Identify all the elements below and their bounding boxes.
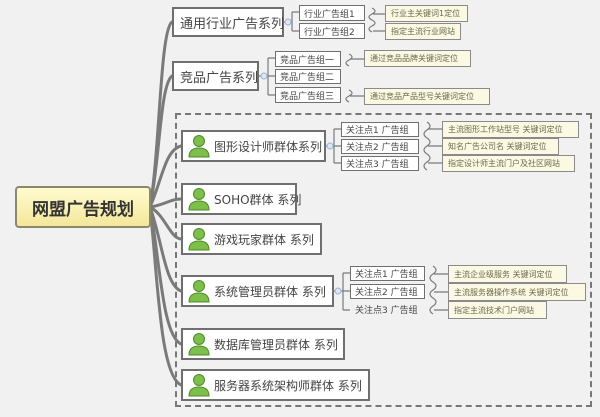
note: 指定主流技术门户网站 xyxy=(448,301,547,319)
note: 主流企业级服务 关键词定位 xyxy=(448,265,567,283)
user-icon xyxy=(188,188,210,211)
audience-group-frame xyxy=(175,113,592,407)
branch-gamer[interactable]: 游戏玩家群体 系列 xyxy=(181,223,322,255)
branch-label: 图形设计师群体系列 xyxy=(214,139,323,154)
ad-group[interactable]: 竞品广告组一 xyxy=(275,51,341,67)
ad-group[interactable]: 关注点3 广告组 xyxy=(355,306,418,316)
note: 指定设计师主流门户及社区网站 xyxy=(442,155,575,172)
user-icon xyxy=(188,228,210,251)
user-icon xyxy=(188,374,210,397)
note: 知名广告公司名 关键词定位 xyxy=(442,138,559,155)
ad-group[interactable]: 关注点1 广告组 xyxy=(341,122,419,137)
branch-label: 系统管理员群体 系列 xyxy=(214,284,326,299)
note: 主流服务器操作系统 关键词定位 xyxy=(448,283,586,301)
note: 指定主流行业网站 xyxy=(385,23,461,40)
ad-group[interactable]: 竞品广告组三 xyxy=(275,87,341,103)
branch-soho[interactable]: SOHO群体 系列 xyxy=(181,183,301,215)
branch-label: 数据库管理员群体 系列 xyxy=(214,337,338,352)
ad-group[interactable]: 竞品广告组二 xyxy=(275,69,341,84)
branch-label: SOHO群体 系列 xyxy=(214,192,302,207)
branch-dba[interactable]: 数据库管理员群体 系列 xyxy=(181,328,345,360)
note: 主流图形工作站型号 关键词定位 xyxy=(442,121,579,138)
root-node[interactable]: 网盟广告规划 xyxy=(15,186,151,228)
user-icon xyxy=(188,280,210,303)
ad-group[interactable]: 关注点1 广告组 xyxy=(350,266,425,281)
user-icon xyxy=(188,333,210,356)
branch-label: 游戏玩家群体 系列 xyxy=(214,232,314,247)
ad-group[interactable]: 关注点2 广告组 xyxy=(350,284,425,299)
ad-group[interactable]: 关注点3 广告组 xyxy=(341,156,419,171)
user-icon xyxy=(188,135,210,158)
branch-graphic-designer[interactable]: 图形设计师群体系列 xyxy=(181,130,326,162)
ad-group[interactable]: 行业广告组2 xyxy=(299,23,365,39)
branch-label: 服务器系统架构师群体 系列 xyxy=(214,378,362,393)
note: 行业主关键词1定位 xyxy=(385,5,468,22)
note: 通过竞品品牌关键词定位 xyxy=(364,50,471,67)
ad-group[interactable]: 关注点2 广告组 xyxy=(341,139,419,154)
branch-server-architect[interactable]: 服务器系统架构师群体 系列 xyxy=(181,369,370,401)
ad-group[interactable]: 行业广告组1 xyxy=(299,5,365,21)
note: 通过竞品产品型号关键词定位 xyxy=(364,88,490,105)
branch-general-industry[interactable]: 通用行业广告系列 xyxy=(172,7,284,37)
branch-sysadmin[interactable]: 系统管理员群体 系列 xyxy=(181,275,334,307)
branch-competitor[interactable]: 竞品广告系列 xyxy=(172,61,259,91)
